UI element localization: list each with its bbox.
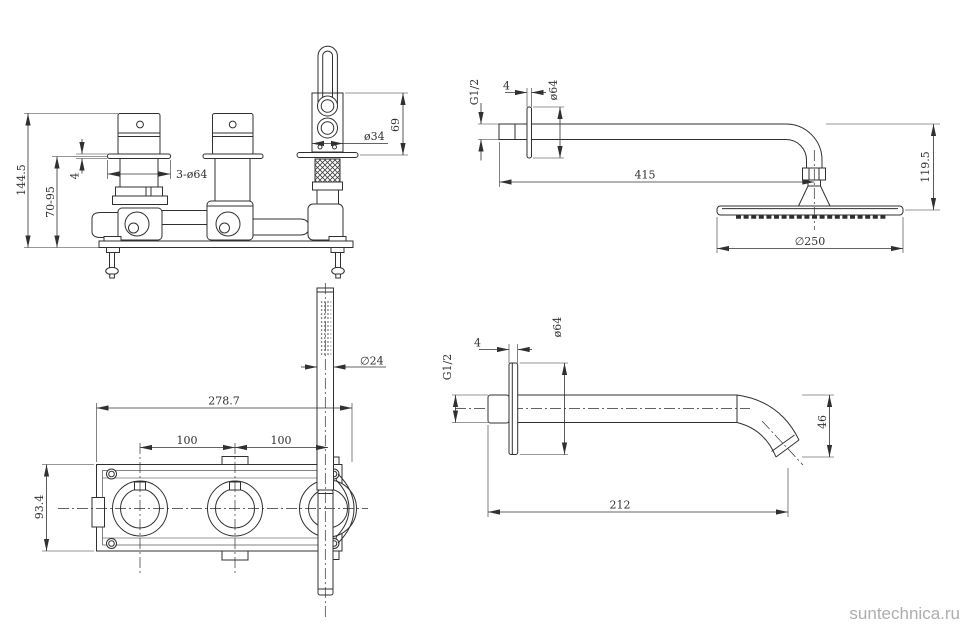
view-mixer-side: 144.5 70-95 4 3-ø64 ø34 69 bbox=[15, 45, 408, 279]
dim-spout-flange-diameter: ø64 bbox=[551, 317, 564, 338]
braided-hose bbox=[314, 158, 341, 183]
dim-arm-flange-thickness: 4 bbox=[503, 80, 510, 93]
handshower-holder bbox=[296, 45, 359, 205]
dim-holder-height: 69 bbox=[389, 118, 402, 132]
dim-arm-flange-diameter: ø64 bbox=[547, 80, 560, 101]
handle-left bbox=[107, 113, 171, 205]
dim-spacing-left: 100 bbox=[177, 434, 198, 447]
valve-body bbox=[91, 200, 344, 241]
dims-mixer-front: ∅24 278.7 100 100 93.4 bbox=[33, 355, 386, 575]
dims-mixer-side: 144.5 70-95 4 3-ø64 ø34 69 bbox=[15, 92, 408, 248]
dim-spacing-right: 100 bbox=[271, 434, 292, 447]
view-spout: G1/2 4 ø64 46 212 bbox=[441, 317, 834, 517]
dims-shower-arm: G1/2 4 ø64 415 119.5 ∅250 bbox=[468, 79, 940, 253]
dim-escutcheon-thickness: 4 bbox=[69, 173, 82, 180]
mounting-bar bbox=[98, 236, 354, 279]
view-shower-arm: G1/2 4 ø64 415 119.5 ∅250 bbox=[468, 79, 940, 253]
dim-spout-length: 212 bbox=[610, 499, 631, 512]
shower-head bbox=[716, 150, 904, 230]
dim-mount-depth: 70-95 bbox=[44, 186, 57, 218]
dim-arm-length: 415 bbox=[635, 169, 656, 182]
dim-arm-thread: G1/2 bbox=[468, 79, 481, 106]
dim-spout-drop: 46 bbox=[816, 415, 829, 429]
hand-shower-wand bbox=[316, 283, 334, 620]
dims-spout: G1/2 4 ø64 46 212 bbox=[441, 317, 834, 517]
dim-body-height: 93.4 bbox=[33, 495, 46, 520]
dim-overall-height: 144.5 bbox=[15, 164, 28, 196]
dim-overall-width: 278.7 bbox=[208, 395, 240, 408]
view-mixer-front: ∅24 278.7 100 100 93.4 bbox=[33, 283, 386, 620]
dim-escutcheons: 3-ø64 bbox=[176, 168, 207, 181]
watermark: suntechnica.ru bbox=[849, 604, 960, 623]
dim-spout-flange-thickness: 4 bbox=[474, 337, 481, 350]
handle-middle bbox=[202, 113, 264, 202]
shower-arm bbox=[498, 106, 831, 207]
dim-wand-diameter: ∅24 bbox=[360, 355, 384, 368]
dim-spout-thread: G1/2 bbox=[441, 354, 454, 381]
screw-bottom-left bbox=[106, 538, 117, 549]
dim-head-diameter: ∅250 bbox=[795, 235, 826, 248]
screw-top-left bbox=[106, 468, 117, 480]
dim-head-drop: 119.5 bbox=[919, 151, 932, 183]
dim-holder-diameter: ø34 bbox=[364, 130, 385, 143]
spout-body bbox=[455, 362, 804, 466]
